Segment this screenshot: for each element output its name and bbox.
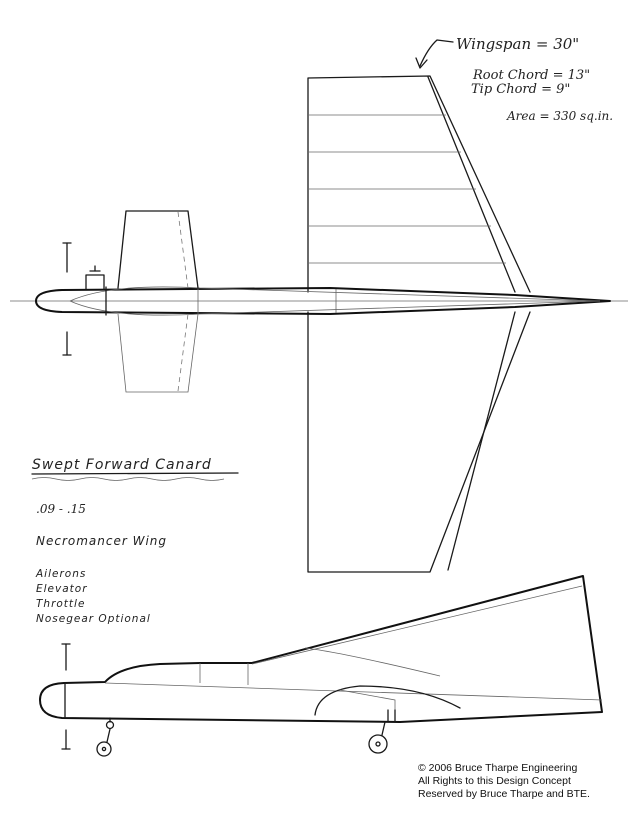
control-4: Nosegear Optional bbox=[36, 613, 151, 625]
fuselage-contour-upper bbox=[69, 286, 601, 302]
aileron-upper-hingeline bbox=[427, 76, 516, 293]
fuselage-contour-lower bbox=[69, 300, 601, 316]
control-3: Throttle bbox=[36, 598, 85, 610]
wing-root-airfoil bbox=[314, 685, 461, 716]
canard-upper-hinge bbox=[177, 211, 189, 289]
thrust-marker-bottom bbox=[62, 331, 72, 356]
fin-edge bbox=[251, 585, 583, 665]
area-label: Area = 330 sq.in. bbox=[506, 109, 613, 123]
canard-lower-hinge bbox=[177, 313, 189, 392]
title-squiggle bbox=[31, 477, 225, 481]
engine-mount bbox=[85, 274, 105, 290]
control-2: Elevator bbox=[36, 583, 88, 595]
copyright-line-3: Reserved by Bruce Tharpe and BTE. bbox=[418, 788, 590, 800]
aileron-lower-hingeline bbox=[447, 311, 516, 571]
nose-gear bbox=[96, 717, 115, 757]
canard-upper bbox=[117, 210, 199, 289]
wing-sweep-line bbox=[304, 647, 441, 677]
title-underline bbox=[31, 472, 239, 475]
side-view bbox=[39, 575, 603, 757]
side-marker-top bbox=[61, 643, 71, 671]
engine-size: .09 - .15 bbox=[36, 502, 86, 516]
main-gear bbox=[368, 709, 396, 754]
fuselage-side bbox=[39, 575, 603, 723]
thrust-marker-top bbox=[62, 242, 72, 273]
copyright-line-2: All Rights to this Design Concept bbox=[418, 775, 571, 787]
canard-lower bbox=[117, 313, 199, 393]
wing-lower-outline bbox=[307, 311, 531, 573]
root-chord-label: Root Chord = 13" bbox=[472, 68, 590, 83]
side-marker-bottom bbox=[61, 729, 71, 750]
copyright-line-1: © 2006 Bruce Tharpe Engineering bbox=[418, 762, 578, 774]
design-title: Swept Forward Canard bbox=[32, 457, 212, 473]
control-1: Ailerons bbox=[35, 568, 86, 580]
tip-chord-label: Tip Chord = 9" bbox=[471, 82, 570, 97]
copyright-notice: © 2006 Bruce Tharpe Engineering All Righ… bbox=[418, 762, 628, 801]
wing-upper-ribs bbox=[309, 114, 506, 264]
fuselage-top bbox=[35, 287, 611, 315]
wing-name: Necromancer Wing bbox=[36, 534, 167, 548]
wingspan-label: Wingspan = 30" bbox=[456, 35, 579, 53]
side-thrust-line bbox=[104, 682, 603, 701]
wingspan-arrow bbox=[415, 39, 454, 69]
wing-flap-line bbox=[339, 689, 396, 720]
top-view bbox=[10, 75, 628, 573]
wing-upper-outline bbox=[307, 75, 531, 293]
